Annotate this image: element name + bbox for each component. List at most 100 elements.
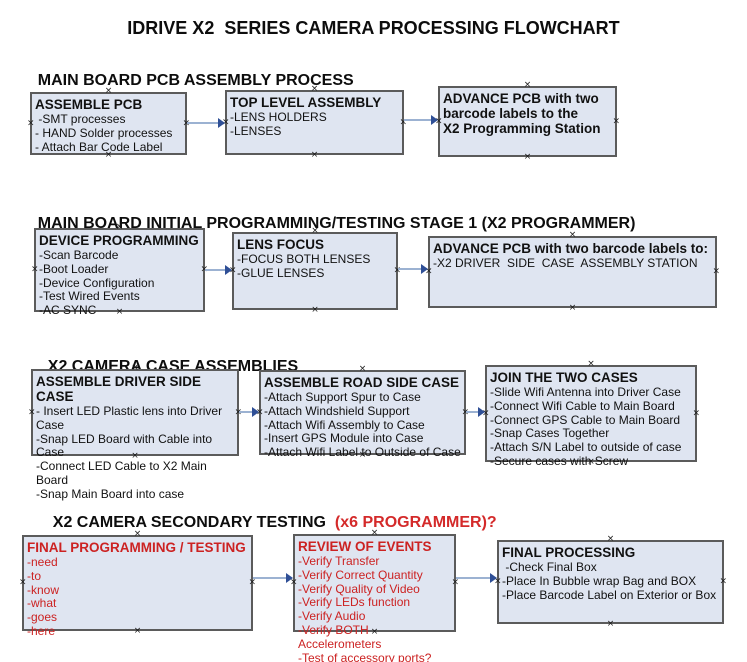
page-title: IDRIVE X2 SERIES CAMERA PROCESSING FLOWC… [127,18,620,38]
connection-handle-icon: × [311,305,319,315]
box-item: -Attach Wifi Label to Outside of Case [264,445,461,460]
flow-arrow [239,407,259,417]
flow-arrow [398,264,428,274]
box-item: -Place Barcode Label on Exterior or Box [502,587,717,602]
box-item: -Verify Correct Quantity [298,567,423,582]
flow-arrow [404,115,438,125]
box-item: -Snap Main Board into case [36,486,185,501]
box-item-list: -Slide Wifi Antenna into Driver Case-Con… [487,385,695,469]
box-item: -Attach Wifi Assembly to Case [264,417,425,432]
box-item: -Verify Transfer [298,554,380,568]
box-item: -Verify LEDs function [298,595,411,610]
arrowhead-icon [421,264,428,274]
box-item: -Verify Quality of Video [298,581,420,596]
box-assemble-driver-side-case: ASSEMBLE DRIVER SIDE CASE - Insert LED P… [28,364,242,501]
arrowhead-icon [286,573,293,583]
box-item-list: -X2 DRIVER SIDE CASE ASSEMBLY STATION [430,256,715,271]
box-item: -Attach Windshield Support [264,403,410,418]
box-title: TOP LEVEL ASSEMBLY [230,95,382,110]
box-item: -Verify BOTH Accelerometers [298,622,382,651]
section-heading-initial-programming: MAIN BOARD INITIAL PROGRAMMING/TESTING S… [20,197,636,251]
box-join-the-two-cases: JOIN THE TWO CASES -Slide Wifi Antenna i… [482,360,700,468]
box-title: FINAL PROGRAMMING / TESTING [27,540,246,555]
box-title: FINAL PROCESSING [502,545,636,560]
box-item: -Test Wired Events [39,289,140,304]
arrowhead-icon [252,407,259,417]
box-lens-focus: LENS FOCUS -FOCUS BOTH LENSES-GLUE LENSE… [229,227,401,315]
box-item: -Verify Audio [298,609,366,624]
box-item: -Insert GPS Module into Case [264,431,424,446]
box-item: -SMT processes [35,112,126,126]
box-item: -Test of accessory ports? [298,650,432,662]
section-heading-pcb-assembly: MAIN BOARD PCB ASSEMBLY PROCESS [20,54,354,108]
box-item: -Place In Bubble wrap Bag and BOX [502,573,697,588]
box-item-list: -Check Final Box-Place In Bubble wrap Ba… [499,560,722,602]
section-heading-text: MAIN BOARD PCB ASSEMBLY PROCESS [37,72,354,89]
arrowhead-icon [431,115,438,125]
box-item: - Insert LED Plastic lens into Driver Ca… [36,404,226,432]
box-item: - HAND Solder processes [35,125,173,140]
box-title: ADVANCE PCB with two barcode labels to t… [443,91,601,136]
arrow-line [398,268,423,270]
box-item: -need [27,555,58,569]
box-item: -Secure cases with Screw [490,453,629,468]
box-title: DEVICE PROGRAMMING [39,233,199,248]
flow-arrow [253,573,293,583]
box-item: -FOCUS BOTH LENSES [237,252,371,266]
flow-arrow [205,265,232,275]
box-title: LENS FOCUS [237,237,325,252]
box-title: JOIN THE TWO CASES [490,370,638,385]
box-item: -Check Final Box [502,560,597,574]
box-final-programming-testing: FINAL PROGRAMMING / TESTING -need-to-kno… [19,530,256,638]
box-item: -Boot Loader [39,261,109,276]
box-final-processing: FINAL PROCESSING -Check Final Box-Place … [494,535,727,629]
arrow-line [239,411,254,413]
arrow-line [466,411,480,413]
box-item-list: -Attach Support Spur to Case-Attach Wind… [261,390,464,460]
box-item: -LENS HOLDERS [230,110,327,124]
arrow-line [253,577,288,579]
arrow-line [187,122,220,124]
box-item-list: -LENS HOLDERS-LENSES [227,110,402,139]
box-item: -GLUE LENSES [237,265,325,280]
flow-arrow [456,573,497,583]
box-item: -Scan Barcode [39,248,119,262]
arrow-line [456,577,492,579]
box-advance-pcb-programming-station: ADVANCE PCB with two barcode labels to t… [435,81,620,162]
box-title: REVIEW OF EVENTS [298,539,432,554]
box-assemble-road-side-case: ASSEMBLE ROAD SIDE CASE -Attach Support … [256,365,469,460]
box-title: ASSEMBLE ROAD SIDE CASE [264,375,460,390]
box-item: -Snap Cases Together [490,426,610,441]
connection-handle-icon: × [606,619,615,629]
arrowhead-icon [225,265,232,275]
box-device-programming: DEVICE PROGRAMMING -Scan Barcode-Boot Lo… [31,223,208,317]
box-item: -goes [27,610,58,625]
box-title: ASSEMBLE DRIVER SIDE CASE [36,374,202,404]
box-item-list: -Verify Transfer-Verify Correct Quantity… [295,554,454,662]
box-item: -AC SYNC [39,303,97,318]
box-title: ASSEMBLE PCB [35,97,143,112]
box-item-list: -SMT processes- HAND Solder processes- A… [32,112,185,154]
arrowhead-icon [490,573,497,583]
arrow-line [404,119,433,121]
box-item: -Slide Wifi Antenna into Driver Case [490,385,681,399]
box-item-list: -Scan Barcode-Boot Loader-Device Configu… [36,248,203,318]
arrowhead-icon [478,407,485,417]
box-item: -Connect Wifi Cable to Main Board [490,398,675,413]
section-heading-text: X2 CAMERA SECONDARY TESTING [52,514,335,531]
box-item-list: -need-to-know-what-goes-here [24,555,251,639]
section-heading-text: MAIN BOARD INITIAL PROGRAMMING/TESTING S… [37,215,636,232]
box-item-list: - Insert LED Plastic lens into Driver Ca… [33,404,237,502]
box-item: -what [27,596,57,611]
box-title: ADVANCE PCB with two barcode labels to: [433,241,709,256]
connection-handle-icon: × [568,303,577,313]
box-item: -LENSES [230,123,282,138]
connection-handle-icon: × [310,150,319,160]
flow-arrow [466,407,485,417]
section-heading-red-text: (x6 PROGRAMMER)? [334,514,497,531]
box-item: -X2 DRIVER SIDE CASE ASSEMBLY STATION [433,256,698,270]
box-advance-pcb-driver-side-station: ADVANCE PCB with two barcode labels to: … [425,231,720,313]
box-item-list: -FOCUS BOTH LENSES-GLUE LENSES [234,252,396,281]
flow-arrow [187,118,225,128]
box-item: -know [27,582,60,597]
